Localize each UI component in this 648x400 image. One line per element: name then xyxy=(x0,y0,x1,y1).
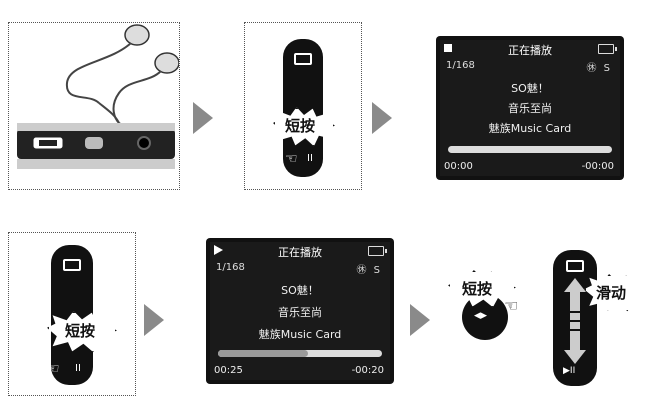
play-step-frame: 短按 ☜ II xyxy=(8,232,136,396)
progress-bar xyxy=(448,146,612,153)
meizu-logo-icon xyxy=(566,260,584,272)
next-arrow xyxy=(372,102,392,134)
earphones-illustration xyxy=(17,24,179,169)
stop-icon xyxy=(444,44,452,52)
track-counter: 1/168 xyxy=(446,60,475,71)
player-screen-playing: 正在播放 1/168 ㊡ S SO魅！ 音乐至尚 魅族Music Card 00… xyxy=(206,238,394,384)
remaining-time: -00:00 xyxy=(581,161,614,172)
play-icon xyxy=(214,245,223,255)
slide-label: 滑动 xyxy=(596,284,627,302)
volume-slide-icon xyxy=(564,278,586,364)
elapsed-time: 00:00 xyxy=(444,161,473,172)
track-counter: 1/168 xyxy=(216,262,245,273)
hand-pointer-icon: ☜ xyxy=(285,151,298,167)
next-arrow xyxy=(410,304,430,336)
elapsed-time: 00:25 xyxy=(214,365,243,376)
mode-badges: ㊡ S xyxy=(586,63,612,74)
slider-device: ▶II xyxy=(553,250,597,386)
status-title: 正在播放 xyxy=(508,44,552,57)
short-press-label: 短按 xyxy=(462,280,493,298)
short-press-label: 短按 xyxy=(285,117,316,135)
progress-bar xyxy=(218,350,382,357)
meizu-logo-icon xyxy=(63,259,81,271)
song-title: SO魅！ xyxy=(281,284,319,297)
album-name: 音乐至尚 xyxy=(508,102,552,115)
album-name: 音乐至尚 xyxy=(278,306,322,319)
remaining-time: -00:20 xyxy=(351,365,384,376)
hand-pointer-icon: ☜ xyxy=(504,296,519,315)
battery-icon xyxy=(368,246,387,256)
nav-arrows-icon: ◂▸ xyxy=(474,308,488,323)
meizu-logo-icon xyxy=(294,53,312,65)
artist-name: 魅族Music Card xyxy=(258,328,342,341)
next-arrow xyxy=(144,304,164,336)
nav-disc xyxy=(462,294,508,340)
progress-fill xyxy=(218,350,309,357)
pause-icon: II xyxy=(307,153,313,164)
song-title: SO魅！ xyxy=(511,82,549,95)
next-arrow xyxy=(193,102,213,134)
mode-badges: ㊡ S xyxy=(356,265,382,276)
artist-name: 魅族Music Card xyxy=(488,122,572,135)
earphone-step-frame xyxy=(8,22,180,190)
player-screen-initial: 正在播放 1/168 ㊡ S SO魅！ 音乐至尚 魅族Music Card 00… xyxy=(436,36,624,180)
battery-icon xyxy=(598,44,617,54)
power-on-step-frame: 短按 ☜ II xyxy=(244,22,362,190)
play-pause-icon: ▶II xyxy=(563,366,576,376)
player-device xyxy=(283,39,323,177)
short-press-label: 短按 xyxy=(65,322,96,340)
pause-icon: II xyxy=(75,363,81,374)
hand-pointer-icon: ☜ xyxy=(47,361,60,377)
status-title: 正在播放 xyxy=(278,246,322,259)
